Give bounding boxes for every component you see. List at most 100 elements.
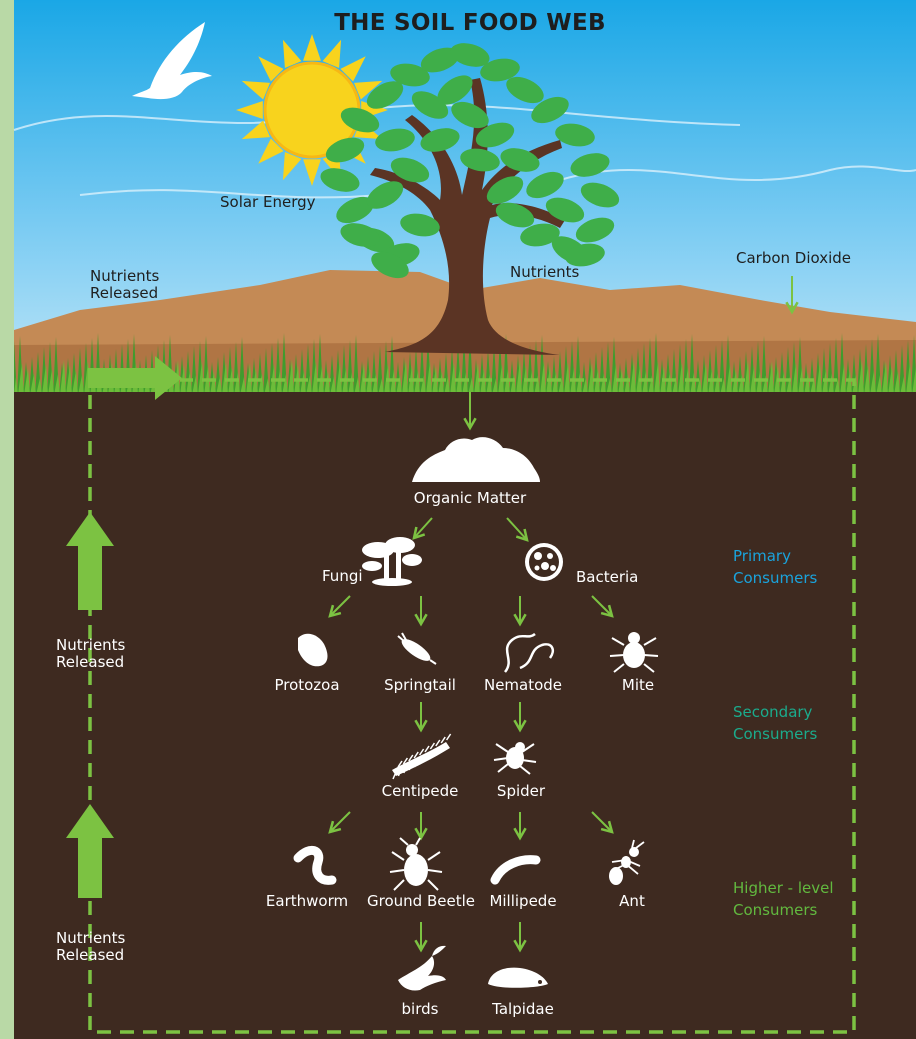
leaf (580, 182, 620, 208)
ground-beetle-icon (389, 837, 443, 891)
legend-primary-consumers: Primary Consumers (733, 547, 818, 587)
leaf (526, 171, 564, 199)
flow-arrow (328, 595, 351, 618)
leaf (545, 197, 585, 223)
earthworm-icon (293, 845, 337, 885)
sun-ray (258, 138, 284, 164)
solar-energy-label: Solar Energy (220, 193, 316, 211)
leaf (366, 181, 404, 209)
fungi-label: Fungi (322, 567, 363, 585)
leaf (480, 58, 520, 82)
legend-higher-level-consumers: Higher - level Consumers (733, 879, 834, 919)
centipede-icon (392, 733, 452, 780)
sun-ray (354, 80, 383, 100)
ground-beetle-label: Ground Beetle (367, 892, 475, 910)
flow-arrow (591, 595, 614, 618)
organic-matter-icon (412, 437, 540, 482)
sun-ray (241, 80, 270, 100)
leaf (411, 91, 449, 119)
protozoa-icon (298, 633, 328, 667)
talpidae-label: Talpidae (492, 1000, 554, 1018)
leaf (495, 202, 535, 228)
nutrients-label: Nutrients (510, 263, 580, 281)
sun-ray (282, 39, 302, 68)
mite-icon (609, 632, 659, 673)
leaf (520, 223, 560, 247)
wind-line (559, 165, 916, 181)
leaf (420, 128, 460, 152)
leaf (500, 148, 540, 172)
birds-icon (398, 945, 446, 991)
leaf (450, 43, 490, 67)
bird-icon (132, 22, 212, 100)
leaf (565, 243, 605, 267)
leaf (340, 107, 380, 133)
nutrients-up-arrow (66, 512, 114, 610)
leaf (336, 196, 374, 224)
organism-icons (293, 437, 659, 991)
nematode-icon (503, 632, 554, 673)
carbon-dioxide-label: Carbon Dioxide (736, 249, 852, 267)
protozoa-label: Protozoa (274, 676, 340, 694)
leaf (555, 123, 595, 147)
springtail-label: Springtail (384, 676, 456, 694)
nutrients-released-top-label: Nutrients Released (90, 267, 160, 303)
leaf (371, 251, 409, 279)
leaf (460, 148, 500, 172)
ant-label: Ant (619, 892, 645, 910)
grass-highlight (14, 360, 916, 395)
leaf (575, 217, 615, 243)
leaf (320, 168, 360, 192)
leaf (506, 76, 544, 104)
sun-icon (236, 34, 388, 186)
wind-line (79, 189, 381, 199)
mole-icon (488, 967, 548, 988)
bacteria-label: Bacteria (576, 568, 639, 586)
sun-ray (258, 56, 284, 82)
birds-label: birds (401, 1000, 439, 1018)
flow-arrow (506, 517, 529, 542)
nutrient-flow-arrow (88, 356, 182, 400)
sun-ray (236, 101, 263, 119)
sun-ray (322, 39, 342, 68)
sun-ray (303, 34, 321, 61)
leaf (390, 157, 430, 183)
millipede-icon (490, 855, 541, 885)
soil (14, 392, 916, 1039)
sun-ray (282, 152, 302, 181)
leaf (570, 153, 610, 177)
nutrients-released-bottom-label: Nutrients Released (56, 929, 126, 965)
millipede-label: Millipede (489, 892, 557, 910)
sun-ray (241, 120, 270, 140)
spider-label: Spider (496, 782, 546, 800)
leaf (420, 47, 460, 73)
spider-icon (493, 742, 537, 775)
nutrients-up-arrow (66, 804, 114, 898)
mite-label: Mite (621, 676, 655, 694)
ant-icon (609, 839, 645, 885)
flow-arrow (412, 517, 433, 540)
springtail-icon (397, 632, 437, 665)
leaf (340, 223, 380, 247)
flow-arrows (328, 276, 799, 953)
earthworm-label: Earthworm (265, 892, 349, 910)
mushroom-icon (362, 537, 422, 586)
leaf (325, 137, 365, 163)
page-title: THE SOIL FOOD WEB (334, 10, 606, 36)
leaf (375, 128, 415, 152)
flow-arrow (328, 811, 351, 834)
nematode-label: Nematode (483, 676, 563, 694)
leaf (475, 122, 515, 148)
tree-icon (320, 43, 620, 355)
legend-secondary-consumers: Secondary Consumers (733, 703, 818, 743)
leaf (400, 213, 440, 237)
leaf (486, 176, 524, 204)
sun-ray (340, 56, 366, 82)
bacteria-icon (525, 543, 563, 581)
sun-ray (303, 159, 321, 186)
leaf (366, 81, 404, 109)
flow-arrow (591, 811, 614, 834)
leaf (531, 96, 569, 124)
